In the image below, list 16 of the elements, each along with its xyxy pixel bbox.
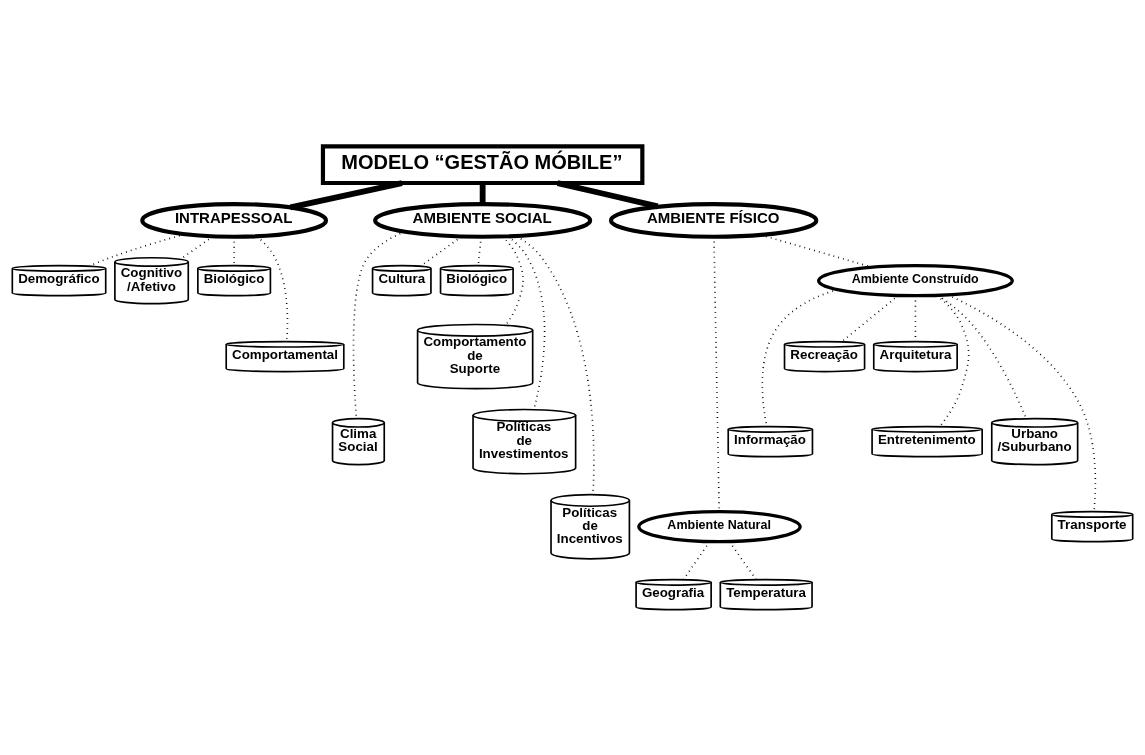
connector: [289, 179, 403, 210]
node-ellipse: AMBIENTE SOCIAL: [373, 201, 593, 239]
node-ellipse: AMBIENTE FÍSICO: [608, 201, 819, 239]
connector: [728, 540, 757, 580]
node-ellipse: Ambiente Natural: [637, 509, 802, 543]
node-ellipse: Ambiente Construído: [816, 263, 1014, 297]
connector: [947, 293, 1097, 512]
connector: [936, 294, 970, 427]
connector: [937, 294, 1027, 419]
connector: [682, 540, 711, 580]
connector: [841, 294, 900, 342]
node-ellipse: INTRAPESSOAL: [140, 201, 329, 239]
connector: [479, 182, 486, 204]
connector: [256, 235, 289, 342]
connector: [501, 235, 524, 325]
node-box: MODELO “GESTÃO MÓBILE”: [320, 143, 645, 185]
